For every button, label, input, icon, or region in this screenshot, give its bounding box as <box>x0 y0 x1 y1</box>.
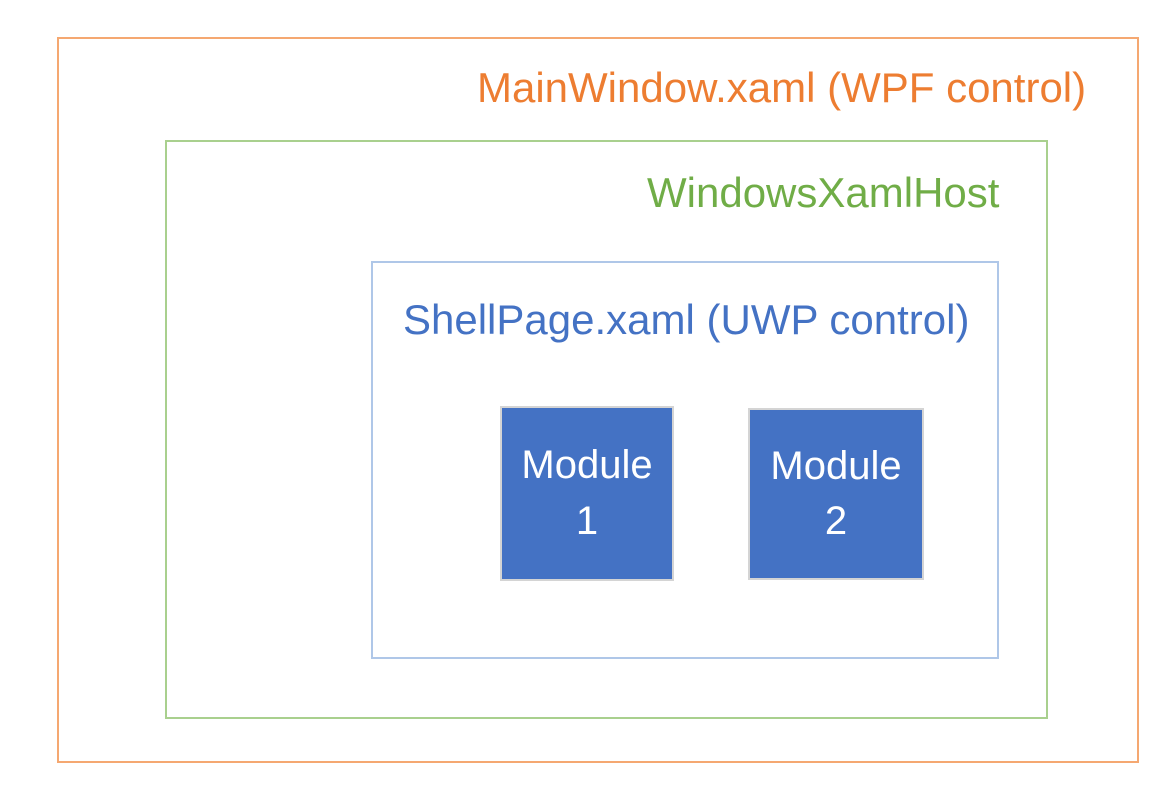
module-2-box: Module 2 <box>748 408 924 580</box>
shellpage-uwp-box: ShellPage.xaml (UWP control) Module 1 Mo… <box>371 261 999 659</box>
shellpage-uwp-label: ShellPage.xaml (UWP control) <box>403 296 970 343</box>
module-1-box: Module 1 <box>500 406 674 581</box>
windowsxamlhost-box: WindowsXamlHost ShellPage.xaml (UWP cont… <box>165 140 1048 719</box>
mainwindow-wpf-label: MainWindow.xaml (WPF control) <box>477 64 1087 111</box>
module-1-label-line2: 1 <box>575 498 599 543</box>
mainwindow-wpf-box: MainWindow.xaml (WPF control) WindowsXam… <box>57 37 1139 763</box>
module-1-label-line1: Module <box>521 443 653 488</box>
module-2-label-line2: 2 <box>824 499 848 543</box>
windowsxamlhost-label: WindowsXamlHost <box>647 169 1000 216</box>
module-2-label-line1: Module <box>770 443 902 488</box>
